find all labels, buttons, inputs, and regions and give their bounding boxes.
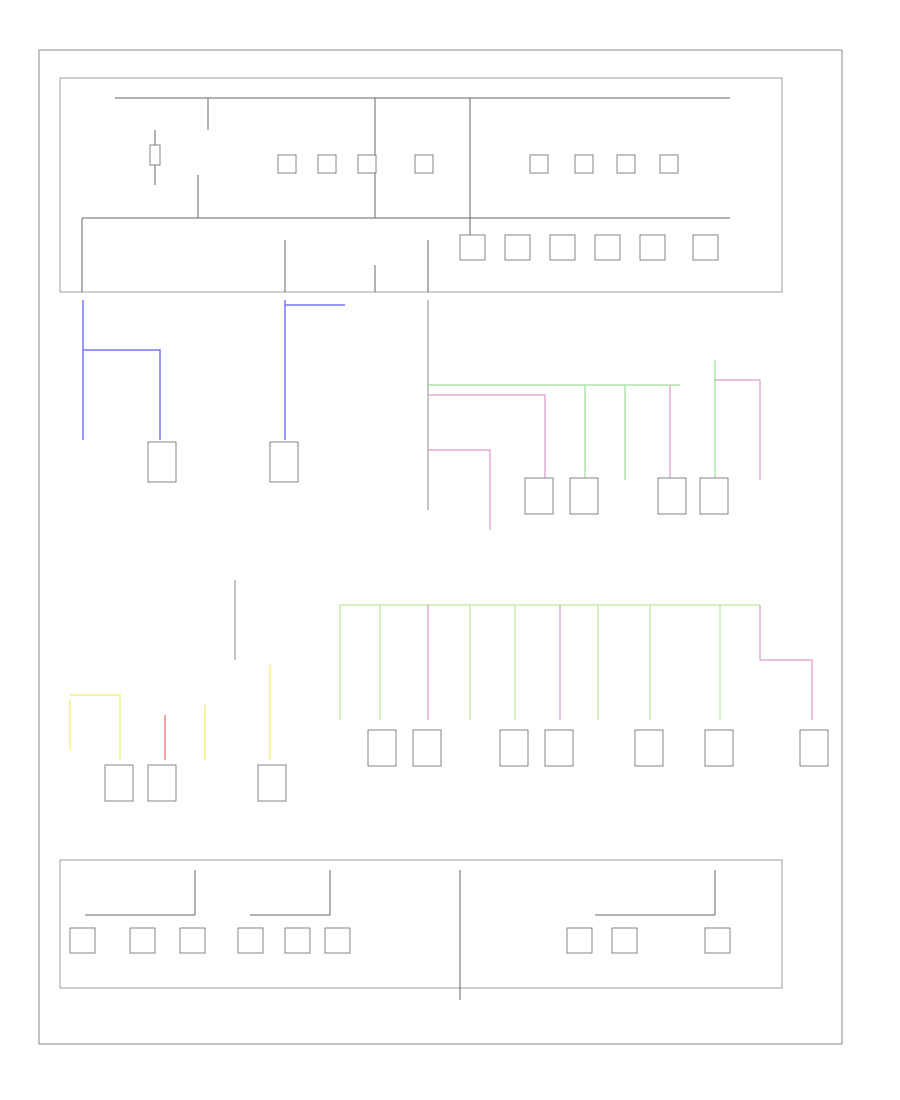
bottom-fuse-2 [129, 927, 156, 954]
left-lower-circuits [69, 580, 287, 802]
fuse-top-4 [414, 154, 434, 174]
fuse-top-3 [357, 154, 377, 174]
low-load-5 [634, 729, 664, 767]
lower-left-load-3 [257, 764, 287, 802]
low-load-1 [367, 729, 397, 767]
lower-left-load-2 [147, 764, 177, 802]
bottom-fuse-6 [324, 927, 351, 954]
low-load-6 [704, 729, 734, 767]
lower-green-bus [339, 604, 829, 767]
fuse-top-6 [574, 154, 594, 174]
bottom-fuse-1 [69, 927, 96, 954]
bottom-fuse-7 [566, 927, 593, 954]
blue-circuits [82, 300, 345, 483]
bottom-fuse-9 [704, 927, 731, 954]
fuse-box-top [59, 77, 783, 293]
top-fuse-box-wiring [81, 97, 730, 292]
fuse-row2-3 [549, 234, 576, 261]
top-components [149, 144, 719, 261]
fuse-row2-2 [504, 234, 531, 261]
bottom-fuse-box-wiring [69, 870, 731, 1000]
fuse-row2-1 [459, 234, 486, 261]
low-load-7 [799, 729, 829, 767]
fuse-top-8 [659, 154, 679, 174]
mid-load-2 [569, 477, 599, 515]
mid-load-4 [699, 477, 729, 515]
fuse-row2-4 [594, 234, 621, 261]
fuse-top-7 [616, 154, 636, 174]
low-load-4 [544, 729, 574, 767]
fuse-top-1 [277, 154, 297, 174]
bottom-fuse-3 [179, 927, 206, 954]
low-load-2 [412, 729, 442, 767]
diagram-frame [38, 49, 843, 1045]
fuse-box-bottom [59, 859, 783, 989]
fuse-row2-6 [692, 234, 719, 261]
bottom-fuse-5 [284, 927, 311, 954]
left-load-2 [269, 441, 299, 483]
middle-harness [427, 300, 761, 530]
mid-load-3 [657, 477, 687, 515]
fuse-top-5 [529, 154, 549, 174]
fuse-row2-5 [639, 234, 666, 261]
lower-left-load-1 [104, 764, 134, 802]
bottom-fuse-8 [611, 927, 638, 954]
relay-1 [149, 144, 161, 166]
left-load-1 [147, 441, 177, 483]
fuse-top-2 [317, 154, 337, 174]
mid-load-1 [524, 477, 554, 515]
low-load-3 [499, 729, 529, 767]
bottom-fuse-4 [237, 927, 264, 954]
